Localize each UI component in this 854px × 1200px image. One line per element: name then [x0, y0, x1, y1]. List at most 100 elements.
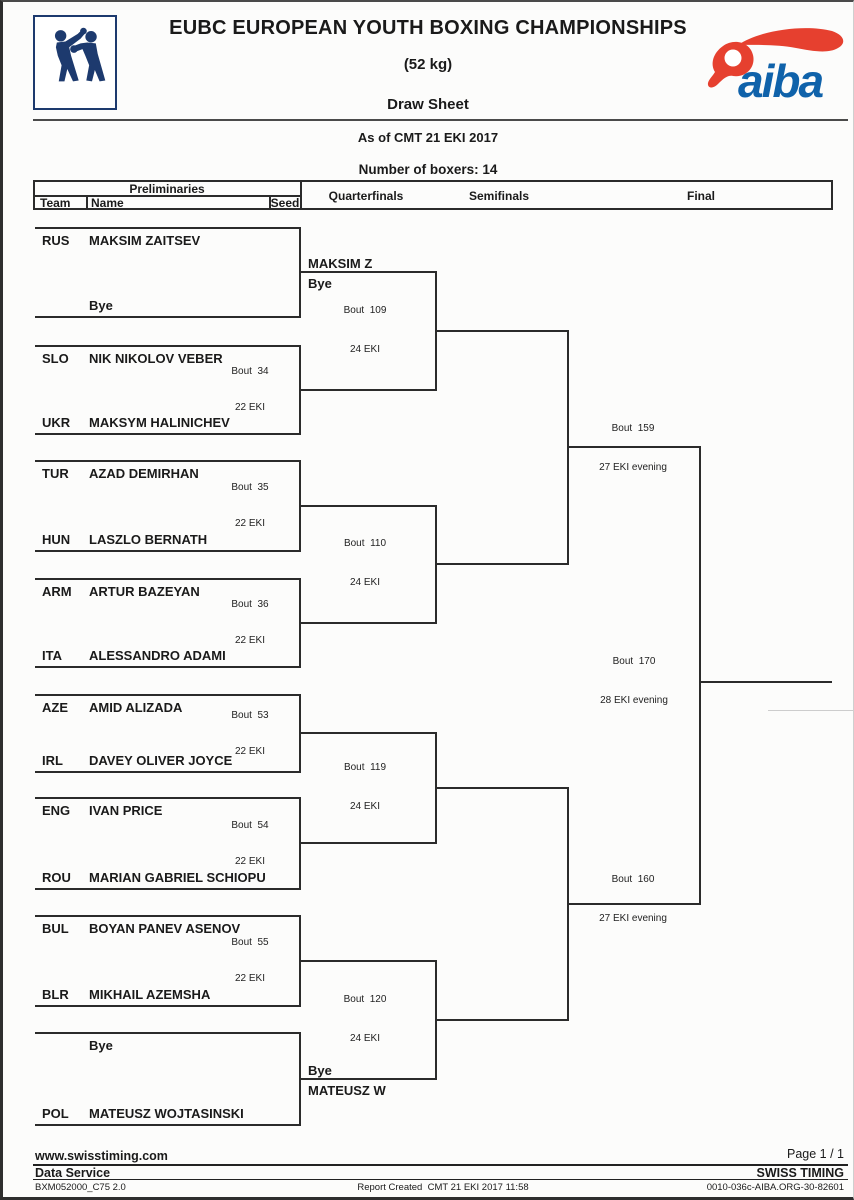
- final-bout-label: Bout 170 28 EKI evening: [574, 629, 694, 733]
- team-code: ROU: [42, 870, 71, 885]
- bout-date: 22 EKI: [234, 518, 266, 529]
- table-divider-name-seed: [269, 195, 271, 210]
- footer-page-number: Page 1 / 1: [787, 1147, 844, 1161]
- boxer-name: AZAD DEMIRHAN: [89, 466, 199, 481]
- bout-number: Bout 170: [612, 656, 656, 667]
- aiba-logo-icon: aiba: [707, 28, 844, 107]
- bout-number: Bout 120: [343, 994, 387, 1005]
- bout-label: Bout 53 22 EKI: [200, 686, 300, 782]
- boxer-count: Number of boxers: 14: [358, 162, 498, 177]
- boxer-name: Bye: [89, 1038, 113, 1053]
- prelim-pair-8: Bye POL MATEUSZ WOJTASINSKI: [35, 1032, 301, 1126]
- prelim-pair-4: ARM ARTUR BAZEYAN ITA ALESSANDRO ADAMI B…: [35, 578, 301, 668]
- boxer-name: MAKSIM ZAITSEV: [89, 233, 201, 248]
- boxer-name: LASZLO BERNATH: [89, 532, 208, 547]
- sf-winner-line-2: [567, 903, 701, 905]
- bout-date: 27 EKI evening: [599, 913, 667, 924]
- team-code: ENG: [42, 803, 71, 818]
- qf-bout-label-2: Bout 110 24 EKI: [305, 511, 425, 615]
- team-code: BUL: [42, 921, 69, 936]
- advance-line-7: [299, 960, 437, 962]
- footer-divider-2: [33, 1179, 848, 1180]
- bout-label: Bout 55 22 EKI: [200, 913, 300, 1009]
- sf-bout-label-2: Bout 160 27 EKI evening: [573, 847, 693, 951]
- bout-number: Bout 36: [231, 599, 269, 610]
- team-code: SLO: [42, 351, 69, 366]
- bout-number: Bout 110: [343, 538, 387, 549]
- weight-category: (52 kg): [403, 56, 453, 73]
- prelim-pair-3: TUR AZAD DEMIRHAN HUN LASZLO BERNATH Bou…: [35, 460, 301, 552]
- footer-report-created: Report Created CMT 21 EKI 2017 11:58: [357, 1182, 529, 1193]
- footer-brand: SWISS TIMING: [756, 1166, 845, 1180]
- column-header-seed: Seed: [270, 196, 300, 210]
- bout-date: 22 EKI: [234, 745, 266, 757]
- footer-website: www.swisstiming.com: [35, 1149, 168, 1163]
- team-code: IRL: [42, 753, 63, 768]
- bout-number: Bout 55: [231, 937, 269, 948]
- team-code: AZE: [42, 700, 68, 715]
- team-code: ITA: [42, 648, 62, 663]
- boxer-name: ARTUR BAZEYAN: [89, 584, 200, 599]
- bout-date: 24 EKI: [349, 801, 381, 812]
- bout-date: 22 EKI: [234, 855, 266, 867]
- prelim-pair-2: SLO NIK NIKOLOV VEBER UKR MAKSYM HALINIC…: [35, 345, 301, 435]
- bout-date: 22 EKI: [234, 402, 266, 413]
- bout-date: 28 EKI evening: [600, 695, 668, 706]
- bout-date: 24 EKI: [349, 1033, 381, 1044]
- bout-date: 27 EKI evening: [599, 462, 667, 473]
- team-code: TUR: [42, 466, 69, 481]
- boxer-name: IVAN PRICE: [89, 803, 163, 818]
- footer-data-service: Data Service: [35, 1166, 111, 1180]
- team-code: HUN: [42, 532, 71, 547]
- bout-number: Bout 119: [343, 762, 387, 773]
- boxer-name: ALESSANDRO ADAMI: [89, 648, 226, 663]
- qf-bout-label-4: Bout 120 24 EKI: [305, 967, 425, 1071]
- boxer-name: NIK NIKOLOV VEBER: [89, 351, 223, 366]
- boxer-name: MAKSYM HALINICHEV: [89, 415, 230, 430]
- advance-line-2: [299, 389, 437, 391]
- advance-line-6: [299, 842, 437, 844]
- team-code: UKR: [42, 415, 71, 430]
- prelim-pair-6: ENG IVAN PRICE ROU MARIAN GABRIEL SCHIOP…: [35, 797, 301, 890]
- bout-number: Bout 54: [231, 819, 269, 831]
- advance-line-4: [299, 622, 437, 624]
- advancing-boxer: MAKSIM Z: [308, 256, 373, 271]
- bout-label: Bout 35 22 EKI: [200, 458, 300, 554]
- advance-line-8: Bye MATEUSZ W: [299, 1063, 437, 1098]
- column-header-semifinals: Semifinals: [468, 189, 530, 203]
- header-divider: [33, 119, 848, 121]
- qf-bout-label-1: Bout 109 24 EKI: [305, 278, 425, 382]
- column-header-quarterfinals: Quarterfinals: [328, 189, 404, 203]
- table-divider-horizontal: [33, 195, 300, 197]
- column-header-team: Team: [40, 196, 71, 210]
- sf-winner-line-1: [567, 446, 701, 448]
- table-divider-prelim-rounds: [300, 180, 302, 210]
- boxer-name: MARIAN GABRIEL SCHIOPU: [89, 870, 266, 885]
- event-title: EUBC EUROPEAN YOUTH BOXING CHAMPIONSHIPS: [169, 17, 687, 39]
- bout-label: Bout 34 22 EKI: [200, 342, 300, 438]
- qf-winner-line-2: [435, 563, 569, 565]
- footer-document-code: BXM052000_C75 2.0: [35, 1182, 126, 1193]
- bout-date: 24 EKI: [349, 344, 381, 355]
- advance-line-3: [299, 505, 437, 507]
- qf-winner-line-1: [435, 330, 569, 332]
- sf-bout-label-1: Bout 159 27 EKI evening: [573, 396, 693, 500]
- bout-label: Bout 54 22 EKI: [200, 796, 300, 892]
- footer-divider-1: [33, 1164, 848, 1166]
- bout-date: 22 EKI: [234, 973, 266, 984]
- boxing-pictogram-logo: [33, 15, 117, 110]
- advance-line-1: MAKSIM Z Bye: [299, 256, 437, 291]
- advance-line-5: [299, 732, 437, 734]
- qf-winner-line-4: [435, 1019, 569, 1021]
- bout-number: Bout 109: [343, 305, 387, 316]
- boxer-name: MIKHAIL AZEMSHA: [89, 987, 211, 1002]
- bout-date: 22 EKI: [234, 635, 266, 646]
- boxer-name: MATEUSZ WOJTASINSKI: [89, 1106, 244, 1121]
- bout-number: Bout 35: [231, 482, 269, 493]
- boxer-name: AMID ALIZADA: [89, 700, 183, 715]
- column-header-preliminaries: Preliminaries: [129, 182, 205, 196]
- advancing-note: Bye: [308, 1063, 332, 1078]
- final-bracket: [699, 446, 701, 905]
- boxer-name: BOYAN PANEV ASENOV: [89, 921, 241, 936]
